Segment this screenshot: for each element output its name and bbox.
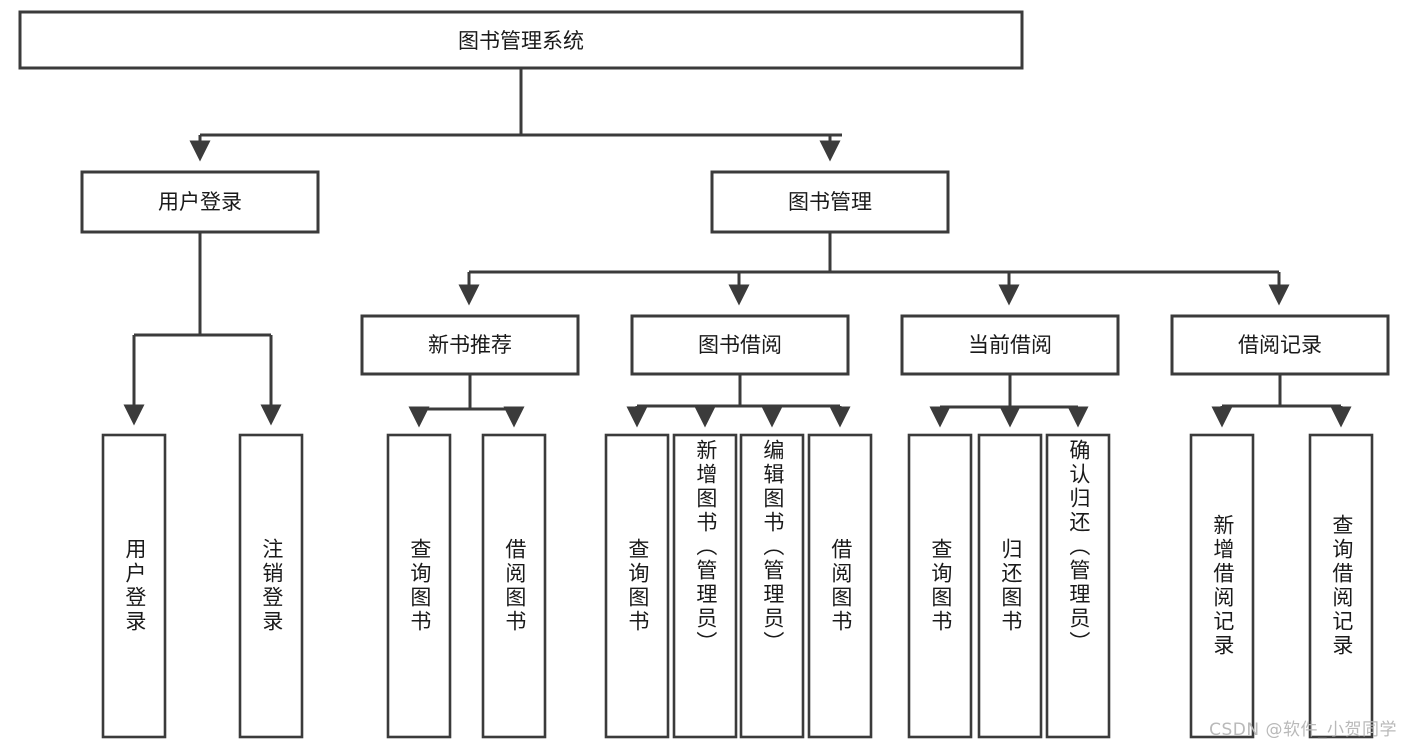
connector-new-book-rec-to-leaves	[408, 374, 525, 428]
book-borrow-label: 图书借阅	[698, 333, 782, 357]
node-root[interactable]: 图书管理系统	[18, 10, 1024, 70]
leaf-return-book-box[interactable]	[977, 433, 1043, 739]
leaf-confirm-return-box[interactable]	[1045, 433, 1111, 739]
new-book-rec-box	[360, 314, 580, 376]
new-book-rec-label: 新书推荐	[428, 333, 512, 357]
book-manage-label: 图书管理	[788, 190, 872, 214]
leaf-edit-book-box[interactable]	[739, 433, 805, 739]
connector-root-to-level2	[189, 68, 842, 162]
leaf-query-book-3-box[interactable]	[907, 433, 973, 739]
connector-current-borrow-to-leaves	[929, 374, 1089, 428]
user-login-label: 用户登录	[158, 190, 242, 214]
node-borrow-record[interactable]: 借阅记录	[1170, 314, 1390, 376]
connector-book-borrow-to-leaves	[626, 374, 851, 428]
node-user-login[interactable]: 用户登录	[80, 170, 320, 234]
leaf-query-book-1-box[interactable]	[386, 433, 452, 739]
leaf-user-logout-box[interactable]	[238, 433, 304, 739]
leaf-user-login-box[interactable]	[101, 433, 167, 739]
leaf-query-book-2-box[interactable]	[604, 433, 670, 739]
leaf-query-record-box[interactable]	[1308, 433, 1374, 739]
leaf-add-record-box[interactable]	[1189, 433, 1255, 739]
user-login-box	[80, 170, 320, 234]
leaf-borrow-book-1-box[interactable]	[481, 433, 547, 739]
csdn-watermark: CSDN @软件_小贺同学	[1209, 720, 1397, 740]
root-label: 图书管理系统	[458, 29, 584, 53]
root-box	[18, 10, 1024, 70]
node-book-manage[interactable]: 图书管理	[710, 170, 950, 234]
node-new-book-rec[interactable]: 新书推荐	[360, 314, 580, 376]
leaf-add-book-box[interactable]	[672, 433, 738, 739]
current-borrow-box	[900, 314, 1120, 376]
node-current-borrow[interactable]: 当前借阅	[900, 314, 1120, 376]
current-borrow-label: 当前借阅	[968, 333, 1052, 357]
leaf-boxes	[101, 433, 1374, 739]
leaf-borrow-book-2-box[interactable]	[807, 433, 873, 739]
connector-user-login-to-leaves	[123, 232, 282, 426]
node-book-borrow[interactable]: 图书借阅	[630, 314, 850, 376]
borrow-record-label: 借阅记录	[1238, 333, 1322, 357]
connector-book-manage-to-level3	[458, 232, 1290, 306]
connector-borrow-record-to-leaves	[1211, 374, 1352, 428]
